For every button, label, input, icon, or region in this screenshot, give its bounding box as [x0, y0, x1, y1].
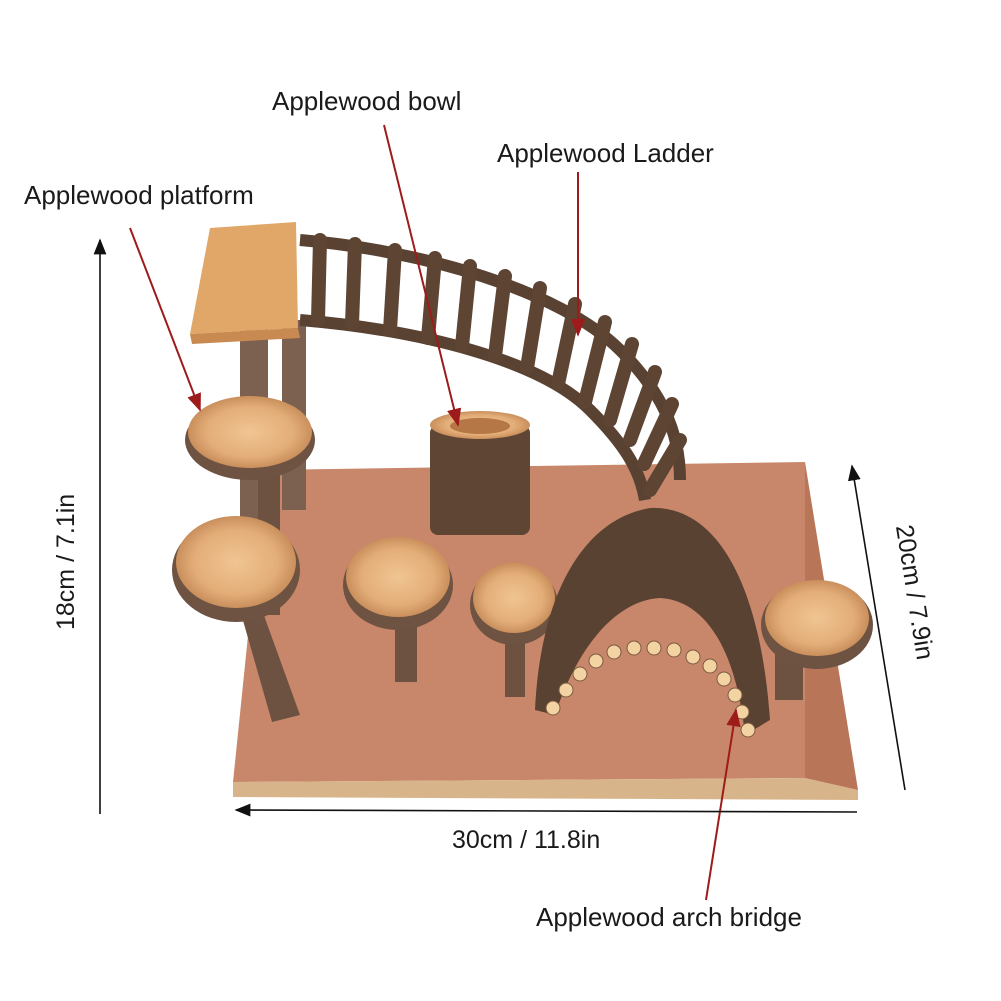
applewood-ladder — [299, 233, 687, 502]
dimension-arrows — [93, 238, 906, 817]
depth-dimension-line — [848, 464, 906, 791]
bowl-callout-arrow — [383, 124, 462, 427]
bridge-callout-arrow — [705, 708, 741, 901]
width-dimension-line — [234, 803, 858, 817]
applewood-arch-bridge-label: Applewood arch bridge — [536, 902, 802, 932]
stump-platform — [470, 563, 558, 697]
width-dimension-label: 30cm / 11.8in — [452, 826, 601, 854]
applewood-bowl-label: Applewood bowl — [272, 86, 462, 116]
applewood-arch-bridge — [535, 507, 770, 738]
stump-platform — [172, 516, 300, 722]
callout-arrows — [129, 124, 741, 901]
applewood-ladder-label: Applewood Ladder — [497, 138, 714, 168]
applewood-bowl — [430, 411, 530, 535]
height-dimension-label: 18cm / 7.1in — [52, 493, 80, 630]
stump-platform — [761, 580, 873, 700]
applewood-platform-label: Applewood platform — [24, 180, 254, 210]
platform-callout-arrow — [129, 227, 201, 412]
stump-platform — [343, 537, 453, 682]
